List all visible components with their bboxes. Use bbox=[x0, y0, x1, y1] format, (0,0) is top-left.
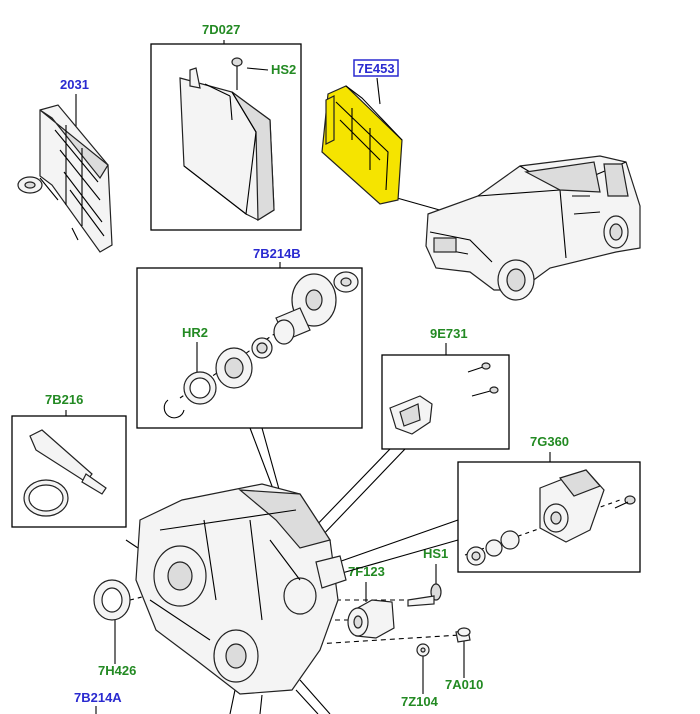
part-7A010-pin[interactable] bbox=[455, 627, 471, 643]
box-7B214B bbox=[136, 267, 363, 429]
box-7D027 bbox=[150, 43, 302, 231]
callout-7A010[interactable]: 7A010 bbox=[445, 677, 483, 692]
callout-7B214B[interactable]: 7B214B bbox=[253, 246, 301, 261]
part-7F123-bushing[interactable] bbox=[347, 599, 395, 639]
callout-HS1[interactable]: HS1 bbox=[423, 546, 448, 561]
part-7B216-sealant-tube[interactable] bbox=[23, 429, 107, 517]
box-9E731 bbox=[381, 354, 510, 450]
callout-7G360[interactable]: 7G360 bbox=[530, 434, 569, 449]
part-9E731-sensor[interactable] bbox=[389, 362, 499, 435]
part-7G360-motor[interactable] bbox=[466, 469, 636, 566]
part-2031-bracket[interactable] bbox=[17, 104, 113, 253]
part-HS2-screw[interactable] bbox=[231, 57, 243, 90]
part-7Z104-clip[interactable] bbox=[416, 643, 430, 657]
transfer-case-housing[interactable] bbox=[135, 483, 347, 695]
callout-7H426[interactable]: 7H426 bbox=[98, 663, 136, 678]
part-7D027-control-unit[interactable] bbox=[179, 67, 275, 222]
callout-HR2[interactable]: HR2 bbox=[182, 325, 208, 340]
part-7E453-module[interactable] bbox=[321, 85, 403, 205]
callout-HS2[interactable]: HS2 bbox=[271, 62, 296, 77]
box-7G360 bbox=[457, 461, 641, 573]
box-7B216 bbox=[11, 415, 127, 528]
part-7B214B-flange[interactable] bbox=[163, 271, 359, 419]
callout-7B214A[interactable]: 7B214A bbox=[74, 690, 122, 705]
part-7H426-seal[interactable] bbox=[93, 579, 131, 621]
callout-7E453[interactable]: 7E453 bbox=[357, 61, 395, 76]
part-HS1-bolt[interactable] bbox=[407, 583, 442, 607]
callout-9E731[interactable]: 9E731 bbox=[430, 326, 468, 341]
callout-7D027[interactable]: 7D027 bbox=[202, 22, 240, 37]
callout-7E453-frame bbox=[353, 59, 399, 77]
callout-2031[interactable]: 2031 bbox=[60, 77, 89, 92]
callout-7B216[interactable]: 7B216 bbox=[45, 392, 83, 407]
callout-7Z104[interactable]: 7Z104 bbox=[401, 694, 439, 709]
vehicle-illustration bbox=[425, 155, 641, 301]
callout-7F123[interactable]: 7F123 bbox=[348, 564, 385, 579]
